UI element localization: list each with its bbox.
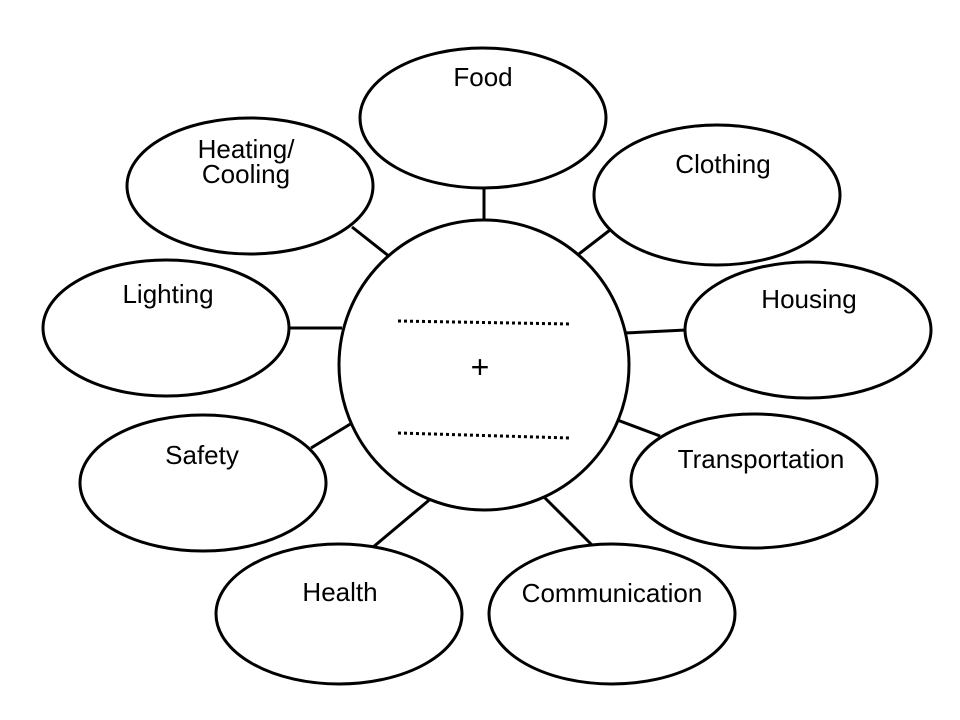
blank-line-top xyxy=(397,319,571,326)
bubble-food xyxy=(358,46,608,190)
labels: Food Clothing Housing Transportation Com… xyxy=(122,62,856,608)
label-food: Food xyxy=(453,62,512,92)
label-safety: Safety xyxy=(165,440,239,470)
connector-transportation xyxy=(611,416,661,438)
bubble-health xyxy=(214,542,464,686)
label-housing: Housing xyxy=(761,284,856,314)
bubble-lighting xyxy=(41,258,291,398)
label-clothing: Clothing xyxy=(675,149,770,179)
label-health: Health xyxy=(302,577,377,607)
plus-sign: + xyxy=(471,349,490,385)
label-communication: Communication xyxy=(522,578,703,608)
bubble-housing xyxy=(683,260,933,400)
bubble-clothing xyxy=(592,123,842,267)
outer-bubbles xyxy=(41,46,933,686)
center-node: + xyxy=(337,218,631,512)
connector-health xyxy=(371,494,435,550)
blank-line-bottom xyxy=(397,431,571,440)
connectors xyxy=(290,188,687,552)
connector-safety xyxy=(310,421,353,450)
label-transportation: Transportation xyxy=(678,444,845,474)
bubble-heating-cooling xyxy=(125,116,375,256)
connector-communication xyxy=(538,491,599,552)
label-lighting: Lighting xyxy=(122,279,213,309)
connector-housing xyxy=(624,328,687,335)
bubble-transportation xyxy=(629,412,879,550)
connector-clothing xyxy=(574,228,611,259)
label-heating-line-1: Heating/ xyxy=(198,134,296,164)
bubble-communication xyxy=(487,542,737,686)
connector-heating-cooling xyxy=(351,225,391,259)
bubble-safety xyxy=(78,413,328,553)
label-heating-line-2: Cooling xyxy=(202,159,290,189)
